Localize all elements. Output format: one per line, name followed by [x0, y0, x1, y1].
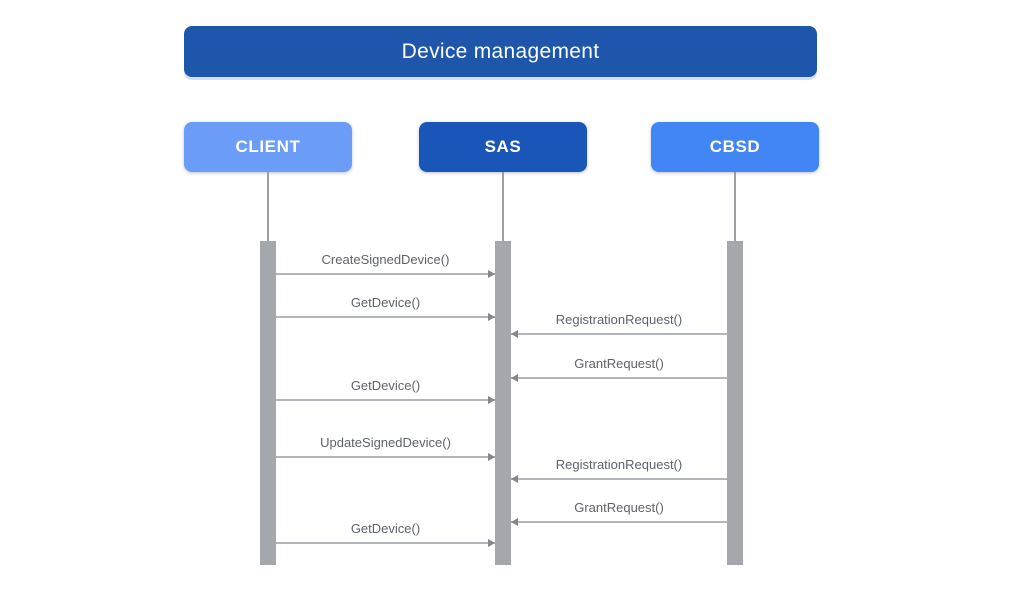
arrowhead-icon [511, 517, 518, 526]
message-line [511, 333, 727, 335]
message-line [276, 456, 495, 458]
lifeline-client [267, 172, 269, 241]
arrowhead-icon [488, 538, 495, 547]
actor-label-cbsd: CBSD [709, 137, 761, 156]
message-label: UpdateSignedDevice() [320, 435, 451, 450]
arrowhead-icon [511, 474, 518, 483]
arrowhead-icon [488, 452, 495, 461]
message-line [511, 521, 727, 523]
message-label: CreateSignedDevice() [321, 252, 450, 267]
activation-bar-sas [495, 241, 511, 565]
actor-label-sas: SAS [484, 137, 522, 156]
diagram-title: Device management [401, 39, 600, 63]
message-label: GrantRequest() [574, 500, 664, 515]
message-line [276, 399, 495, 401]
actor-label-client: CLIENT [235, 137, 301, 156]
message-label: GrantRequest() [574, 356, 664, 371]
arrowhead-icon [511, 329, 518, 338]
arrowhead-icon [511, 373, 518, 382]
message-line [276, 316, 495, 318]
arrowhead-icon [488, 395, 495, 404]
message-label: RegistrationRequest() [555, 312, 683, 327]
lifeline-cbsd [734, 172, 736, 241]
actor-box-client: CLIENT [184, 122, 352, 172]
message-line [276, 273, 495, 275]
actor-box-sas: SAS [419, 122, 587, 172]
lifeline-sas [502, 172, 504, 241]
message-line [276, 542, 495, 544]
message-line [511, 377, 727, 379]
message-label: GetDevice() [350, 521, 421, 536]
activation-bar-client [260, 241, 276, 565]
arrowhead-icon [488, 312, 495, 321]
diagram-title-bar: Device management [184, 26, 817, 77]
actor-box-cbsd: CBSD [651, 122, 819, 172]
message-line [511, 478, 727, 480]
activation-bar-cbsd [727, 241, 743, 565]
message-label: GetDevice() [350, 295, 421, 310]
message-label: RegistrationRequest() [555, 457, 683, 472]
arrowhead-icon [488, 269, 495, 278]
message-label: GetDevice() [350, 378, 421, 393]
